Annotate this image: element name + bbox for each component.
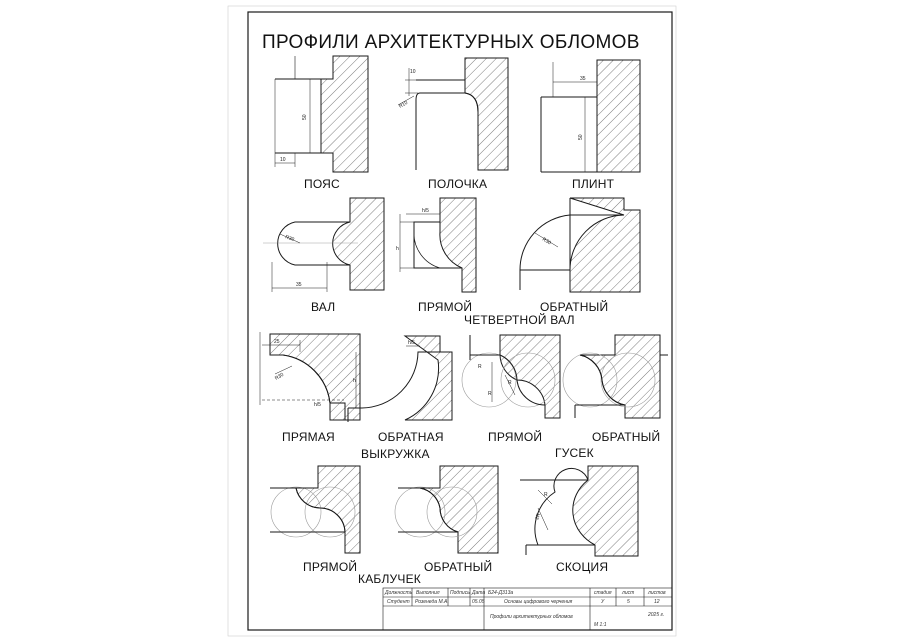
profile-vykruzhka-pryamaya — [259, 332, 361, 421]
stamp-header-date: Дата — [472, 590, 486, 596]
caption-vykruzhka: ВЫКРУЖКА — [361, 447, 430, 461]
stamp-scale: М 1:1 — [594, 622, 607, 628]
dim-vykr-h: h — [353, 378, 356, 384]
stamp-header-sign: Подпись — [450, 590, 470, 596]
profile-kabluchek-pryamoy — [270, 465, 361, 554]
stamp-date: 05.05 — [472, 599, 485, 605]
caption-obratny-2: ОБРАТНЫЙ — [592, 430, 661, 444]
page-title: ПРОФИЛИ АРХИТЕКТУРНЫХ ОБЛОМОВ — [262, 32, 640, 53]
stamp-header-name: Выполнил — [416, 590, 440, 596]
dim-poyas-width: 10 — [280, 157, 286, 163]
caption-pryamoy-3: ПРЯМОЙ — [303, 560, 358, 574]
profile-gusek-pryamoy — [461, 334, 561, 419]
profile-vykruzhka-obratnaya — [347, 335, 453, 422]
caption-chetvertnoy-val: ЧЕТВЕРТНОЙ ВАЛ — [464, 313, 575, 327]
dim-vykr-radius: R30 — [274, 372, 285, 382]
caption-pryamoy-2: ПРЯМОЙ — [488, 430, 543, 444]
stamp-header-sheets: листов — [648, 590, 666, 596]
dim-gusek-r1: R — [478, 364, 482, 370]
profile-chetvertnoy-obratny — [519, 197, 641, 293]
caption-gusek: ГУСЕК — [555, 446, 594, 460]
dim-chetv-radius: R30 — [541, 237, 552, 247]
dim-plint-width: 35 — [580, 76, 586, 82]
dim-plint-height: 50 — [578, 134, 584, 140]
caption-obratnaya: ОБРАТНАЯ — [378, 430, 444, 444]
stamp-sheet: 5 — [627, 599, 630, 605]
stamp-stage: У — [601, 599, 605, 605]
stamp-drawing: Профили архитектурных обломов — [490, 614, 573, 620]
caption-polochka: ПОЛОЧКА — [428, 177, 488, 191]
dim-vykr-width: 25 — [274, 339, 280, 345]
profile-kabluchek-obratny — [394, 465, 499, 554]
dim-polochka-radius: R10 — [398, 100, 409, 110]
caption-val: ВАЛ — [311, 300, 336, 314]
profile-poyas — [274, 55, 369, 173]
profile-polochka — [397, 57, 509, 171]
dim-val-radius: R30 — [284, 234, 295, 243]
stamp-header-role: Должность — [385, 590, 413, 596]
profile-plint — [540, 59, 641, 173]
title-block — [382, 587, 673, 631]
outer-frame — [227, 5, 677, 637]
caption-poyas: ПОЯС — [304, 177, 340, 191]
profile-gusek-obratny — [562, 334, 668, 419]
dim-poyas-height: 50 — [302, 114, 308, 120]
dim-chetv-h5: h/5 — [422, 208, 429, 214]
profile-val — [263, 197, 385, 292]
stamp-name: Розенеда М.А. — [415, 599, 449, 605]
stamp-year: 2025 г. — [648, 612, 665, 618]
caption-plint: ПЛИНТ — [572, 177, 615, 191]
dim-vykr-h5b: h/5 — [408, 340, 415, 346]
dim-skociya-r2: 2R — [534, 512, 542, 520]
dim-gusek-r3: R — [508, 380, 512, 386]
dim-vykr-h5a: h/5 — [314, 402, 321, 408]
caption-obratny-3: ОБРАТНЫЙ — [424, 560, 493, 574]
dim-chetv-h: h — [396, 246, 399, 252]
dim-gusek-r2: R — [488, 391, 492, 397]
dim-polochka-top: 10 — [410, 69, 416, 75]
stamp-header-stage: стадия — [594, 590, 612, 596]
caption-pryamaya: ПРЯМАЯ — [282, 430, 335, 444]
stamp-code: Б24-Д313а — [488, 590, 514, 596]
stamp-header-sheet: лист — [622, 590, 635, 596]
profile-chetvertnoy-pryamoy — [399, 197, 477, 293]
caption-skociya: СКОЦИЯ — [556, 560, 609, 574]
caption-pryamoy-1: ПРЯМОЙ — [418, 300, 473, 314]
dim-val-width: 35 — [296, 282, 302, 288]
caption-kabluchek: КАБЛУЧЕК — [358, 572, 421, 586]
stamp-role: Студент — [387, 599, 410, 605]
caption-obratny-1: ОБРАТНЫЙ — [540, 300, 609, 314]
dim-skociya-r1: R — [544, 492, 548, 498]
profile-skociya — [520, 465, 639, 557]
stamp-subject: Основы цифрового черчения — [504, 599, 573, 605]
stamp-sheets: 12 — [654, 599, 660, 605]
